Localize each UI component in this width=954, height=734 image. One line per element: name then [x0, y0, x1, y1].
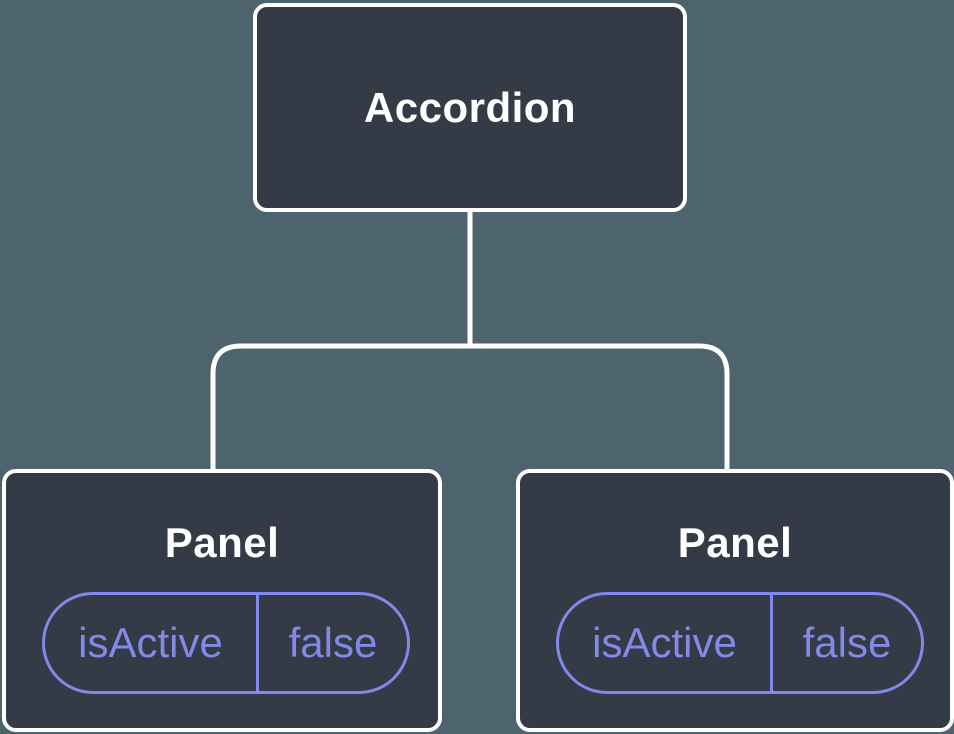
panel-left-state-pill: isActive false: [42, 592, 410, 694]
connector-branch: [210, 343, 730, 469]
panel-left-state-value: false: [288, 619, 378, 666]
panel-left-label: Panel: [164, 519, 280, 566]
accordion-node: Accordion: [253, 3, 687, 212]
panel-right-state-value: false: [802, 619, 892, 666]
panel-node-right: Panel isActive false: [516, 469, 954, 732]
panel-left-state-name: isActive: [45, 595, 259, 691]
panel-right-state-pill: isActive false: [556, 592, 924, 694]
panel-right-state-name: isActive: [559, 595, 773, 691]
panel-right-label: Panel: [677, 519, 793, 566]
accordion-node-label: Accordion: [363, 83, 577, 131]
panel-node-left: Panel isActive false: [2, 469, 442, 732]
